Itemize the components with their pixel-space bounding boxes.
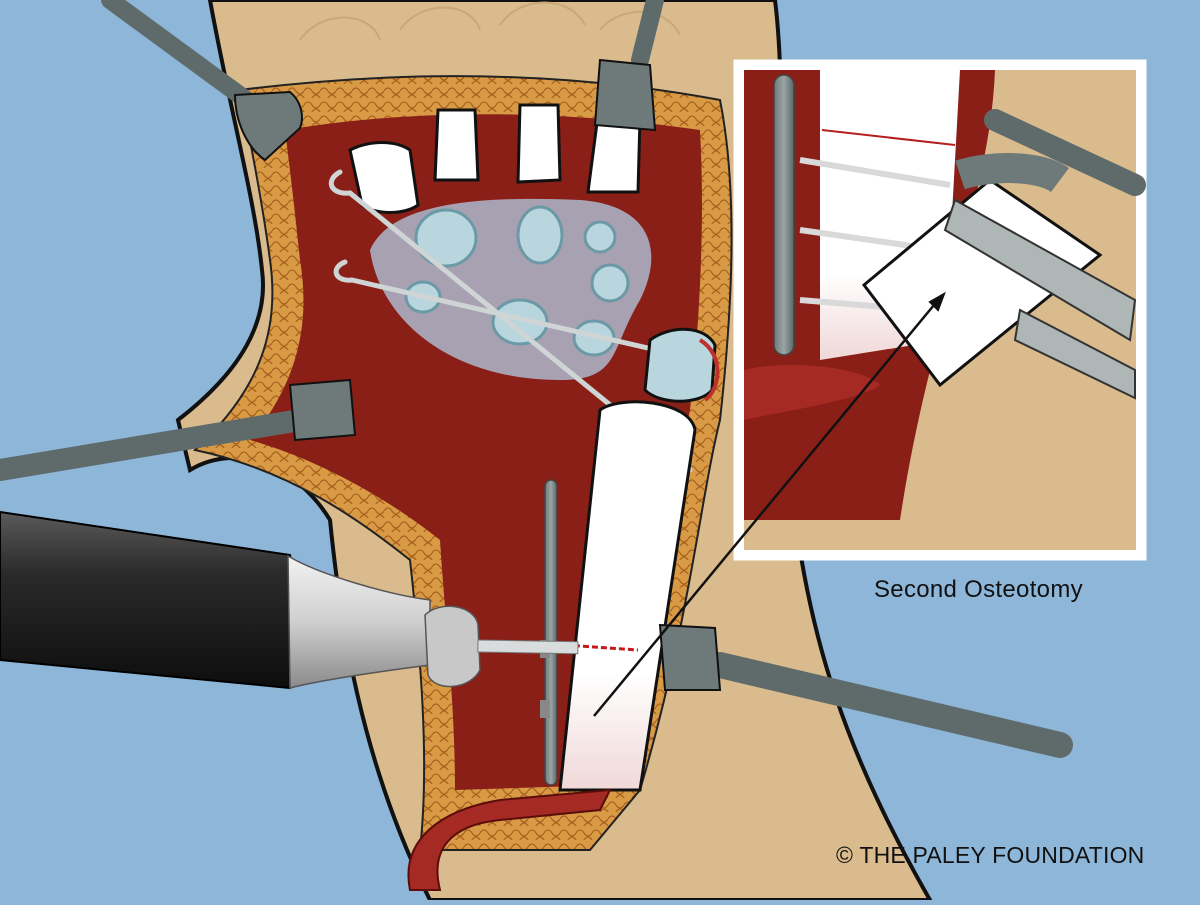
artery — [407, 788, 612, 891]
retractor-right — [658, 623, 1073, 758]
copyright-notice: © THE PALEY FOUNDATION — [836, 842, 1145, 868]
calcaneus-bone — [558, 400, 697, 792]
metatarsal-bones — [348, 103, 642, 214]
oscillating-saw — [0, 510, 579, 690]
toe-outlines — [299, 1, 681, 41]
inset-caption: Second Osteotomy — [874, 576, 1083, 603]
retractor-top-left — [101, 0, 303, 162]
inset-panel — [733, 59, 1147, 561]
retractor-left — [0, 378, 357, 481]
cuneiform-bone — [643, 327, 717, 403]
artery-top — [698, 338, 720, 402]
k-wires — [328, 169, 703, 473]
pointer-arrow — [593, 291, 946, 717]
retractor-top-middle — [593, 0, 664, 132]
